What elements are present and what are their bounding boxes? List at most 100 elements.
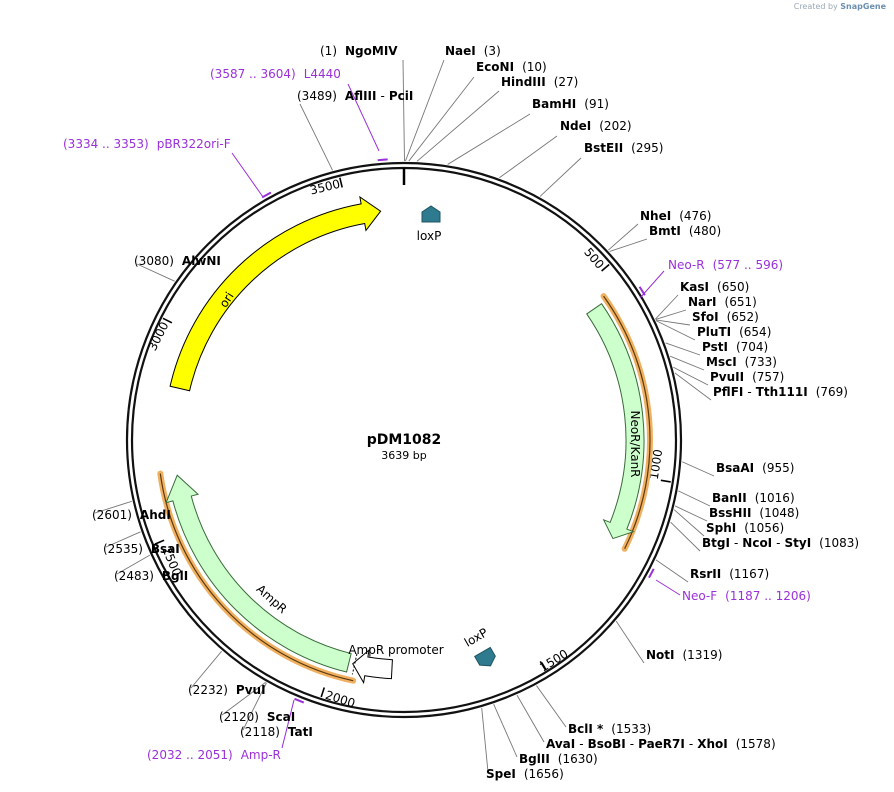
selection-core-amp [159, 473, 354, 682]
site-pluti[interactable]: PluTI(654) [697, 325, 771, 339]
site-name: BanII [712, 491, 747, 505]
site-bmti[interactable]: BmtI(480) [649, 224, 721, 238]
site-name: RsrII [690, 567, 721, 581]
site-position: (650) [717, 280, 749, 294]
primer-amp-r[interactable]: (2032 .. 2051) Amp-R [147, 748, 281, 762]
leader-banii [678, 490, 711, 507]
site-bamhi[interactable]: BamHI(91) [532, 97, 609, 111]
site-bgli[interactable]: (2483)BglI [114, 569, 188, 583]
leader-psti [665, 342, 701, 356]
site-sfoi[interactable]: SfoI (652) [692, 310, 759, 324]
site-spei[interactable]: SpeI(1656) [486, 767, 564, 781]
site-pvui[interactable]: (2232)PvuI [188, 683, 266, 697]
leader-sphi [673, 509, 705, 537]
site-noti[interactable]: NotI(1319) [646, 648, 722, 662]
primer-pbr322ori-f[interactable]: (3334 .. 3353) pBR322ori-F [63, 137, 231, 151]
tick-500 [601, 263, 610, 272]
site-position: (2118) [240, 725, 280, 739]
leader-hindiii [416, 90, 500, 162]
site-bsshii[interactable]: BssHII(1048) [709, 506, 799, 520]
site-btgi[interactable]: BtgI-NcoI-StyI(1083) [702, 536, 859, 550]
site-name: HindIII [501, 75, 546, 89]
site-naei[interactable]: NaeI(3) [445, 44, 501, 58]
site-psti[interactable]: PstI(704) [702, 340, 768, 354]
tick-label-1500: 1500 [537, 647, 570, 675]
site-name: EcoNI [476, 60, 514, 74]
site-name: NotI [646, 648, 675, 662]
site-pvuii[interactable]: PvuII(757) [710, 370, 784, 384]
site-hindiii[interactable]: HindIII(27) [501, 75, 578, 89]
label-layer: (1)NgoMIV NaeI(3) EcoNI(10)HindIII(27) BamH… [63, 44, 859, 781]
site-avai[interactable]: AvaI-BsoBI-PaeR7I-XhoI(1578) [546, 737, 776, 751]
site-tati[interactable]: (2118)TatI [240, 725, 313, 739]
site-name: NgoMIV [345, 44, 398, 58]
site-nhei[interactable]: NheI(476) [640, 209, 711, 223]
leader-pflfi [674, 372, 712, 401]
site-bglii[interactable]: BglII (1630) [519, 752, 598, 766]
site-name: XhoI [697, 737, 728, 751]
site-name: BglII [519, 752, 550, 766]
site-bcli[interactable]: BclI *(1533) [568, 722, 651, 736]
primer-l4440[interactable]: (3587 .. 3604)L4440 [210, 67, 341, 81]
site-msci[interactable]: MscI(733) [706, 355, 777, 369]
site-rsrii[interactable]: RsrII(1167) [690, 567, 769, 581]
leader-btgi [670, 521, 701, 552]
site-name: BsoBI [588, 737, 626, 751]
site-bsai[interactable]: (2535)BsaI [103, 542, 180, 556]
primer-range: (2032 .. 2051) [147, 748, 233, 762]
tick-2000 [320, 687, 326, 698]
feature-amp [165, 474, 352, 673]
site-sphi[interactable]: SphI(1056) [706, 521, 784, 535]
primer-mark-l4440 [377, 158, 388, 162]
leader-ngomiv [402, 59, 405, 162]
site-bsteii[interactable]: BstEII(295) [584, 141, 663, 155]
leader-sfoi [655, 319, 691, 326]
site-name: NarI [688, 295, 717, 309]
site-name: KasI [680, 280, 709, 294]
primer-range: (3334 .. 3353) [63, 137, 149, 151]
site-scai[interactable]: (2120)ScaI [219, 710, 295, 724]
primer-neo-f[interactable]: Neo-F(1187 .. 1206) [682, 589, 811, 603]
site-position: (1083) [819, 536, 859, 550]
snapgene-logo: SnapGene [840, 2, 886, 11]
site-afliii[interactable]: (3489)AflIII-PciI [297, 89, 413, 103]
site-position: (1630) [558, 752, 598, 766]
site-name: StyI [785, 536, 812, 550]
primer-leader-neo-f [655, 579, 681, 596]
site-position: (3489) [297, 89, 337, 103]
site-pflfi[interactable]: PflFI-Tth111I(769) [713, 385, 848, 399]
site-name: BmtI [649, 224, 681, 238]
site-position: (769) [816, 385, 848, 399]
primer-neo-r[interactable]: Neo-R(577 .. 596) [668, 258, 783, 272]
site-name: PflFI [713, 385, 743, 399]
tick-label-500: 500 [581, 245, 607, 272]
primer-name: pBR322ori-F [157, 137, 231, 151]
site-sep: - [776, 536, 780, 550]
primer-name: Amp-R [241, 748, 281, 762]
tick-3000 [162, 317, 173, 324]
site-ngomiv[interactable]: (1)NgoMIV [320, 44, 398, 58]
site-position: (1016) [755, 491, 795, 505]
leader-noti [615, 620, 645, 664]
feature-ori [169, 195, 382, 392]
site-econi[interactable]: EcoNI(10) [476, 60, 547, 74]
site-nari[interactable]: NarI(651) [688, 295, 757, 309]
site-alwni[interactable]: (3080)AlwNI [134, 254, 221, 268]
site-bsaai[interactable]: BsaAI(955) [716, 461, 794, 475]
site-ndei[interactable]: NdeI(202) [560, 119, 632, 133]
site-kasi[interactable]: KasI (650) [680, 280, 749, 294]
primer-leader-pbr322ori-f [231, 152, 264, 198]
site-banii[interactable]: BanII (1016) [712, 491, 795, 505]
site-position: (202) [599, 119, 631, 133]
site-ahdi[interactable]: (2601)AhdI [92, 508, 171, 522]
site-position: (91) [584, 97, 609, 111]
site-name: NaeI [445, 44, 476, 58]
tick-2500 [154, 539, 165, 545]
primer-range: (577 .. 596) [713, 258, 783, 272]
site-sep: - [579, 737, 583, 751]
site-position: (652) [727, 310, 759, 324]
tick-label-3000: 3000 [145, 319, 171, 353]
site-name: SfoI [692, 310, 719, 324]
site-sep: - [380, 89, 384, 103]
site-position: (1656) [524, 767, 564, 781]
